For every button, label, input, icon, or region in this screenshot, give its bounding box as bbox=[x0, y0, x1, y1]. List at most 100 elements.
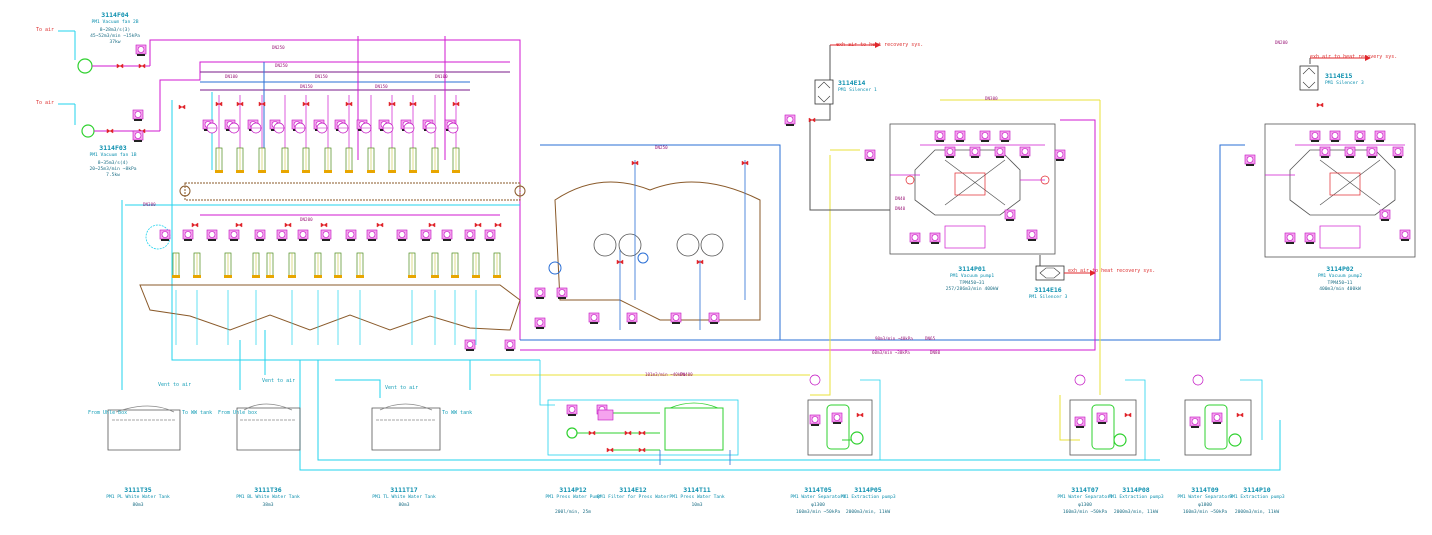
pipe-label-dn200: DN200 bbox=[300, 217, 313, 222]
vacuum-headers bbox=[149, 36, 540, 361]
pump12-spec: 200l/min, 25m bbox=[555, 510, 591, 515]
fan03-spec3: 7.5kw bbox=[106, 173, 120, 178]
fan03-desc: PM1 Vacuum fan 1B bbox=[89, 153, 137, 158]
vpump1-spec2: 257/286m3/min 400kW bbox=[945, 287, 999, 292]
flow-label-2: 60m3/min ~30kPa bbox=[872, 350, 910, 355]
sep05-spec2: 160m3/min ~50kPa bbox=[795, 510, 841, 515]
fan03-spec1: 8~35m3/s(4) bbox=[97, 161, 129, 166]
tank-note-uhle-1: From Uhle box bbox=[88, 410, 128, 416]
vpump1-desc: PM1 Vacuum pump1 bbox=[949, 274, 995, 279]
tank11-tag: 3114T11 bbox=[683, 486, 711, 494]
fan-icon bbox=[77, 58, 93, 74]
filter12-tag: 3114E12 bbox=[619, 486, 647, 494]
pump10-spec2: 2000m3/min, 11kW bbox=[1234, 510, 1280, 515]
pump08-spec2: 2000m3/min, 11kW bbox=[1113, 510, 1159, 515]
pump05-spec2: 2000m3/min, 11kW bbox=[845, 510, 891, 515]
press-water-system bbox=[539, 360, 739, 465]
vacuum-pump-1 bbox=[864, 123, 1066, 255]
water-separator-1 bbox=[807, 374, 881, 460]
press-section bbox=[464, 144, 781, 352]
pipe-label-dn300-b: DN300 bbox=[985, 96, 998, 101]
tank1-tag: 3111T36 bbox=[254, 486, 282, 494]
tank0-spec: 80m3 bbox=[132, 503, 144, 508]
vpump2-desc: PM1 Vacuum pump2 bbox=[1317, 274, 1363, 279]
fan-icon bbox=[81, 124, 95, 138]
sep09-desc: PM1 Water Separator3 bbox=[1177, 495, 1233, 500]
flow-label-1: 90m3/min ~40kPa bbox=[875, 336, 913, 341]
sep09-spec2: 160m3/min ~50kPa bbox=[1182, 510, 1228, 515]
silencer2-desc: PM1 Silencer 3 bbox=[1028, 295, 1068, 300]
sep07-spec2: 160m3/min ~50kPa bbox=[1062, 510, 1108, 515]
sep07-tag: 3114T07 bbox=[1071, 486, 1099, 494]
sep07-desc: PM1 Water Separator1 bbox=[1057, 495, 1113, 500]
tank-note-vent-2: Vent to air bbox=[262, 378, 296, 384]
pipe-label-dn150-c: DN150 bbox=[375, 84, 388, 89]
fan04-inlet-label: To air bbox=[36, 27, 55, 33]
fan04-spec1: 8~28m3/s(3) bbox=[99, 28, 131, 33]
silencer3-desc: PM1 Silencer 3 bbox=[1325, 81, 1364, 86]
silencer3-exhaust: exh air to heat recovery sys. bbox=[1310, 54, 1398, 60]
vacuum-pump-2 bbox=[1244, 123, 1416, 258]
tank-note-uhle-2: From Uhle box bbox=[218, 410, 258, 416]
tank1-desc: PM1 BL White Water Tank bbox=[236, 495, 300, 500]
silencer1-desc: PM1 Silencer 1 bbox=[838, 88, 877, 93]
pipe-label-dn150-a: DN150 bbox=[315, 74, 328, 79]
upper-felt-loop bbox=[179, 182, 526, 201]
pump05-desc: PM1 Extraction pump3 bbox=[840, 495, 896, 500]
pipe-label-dn250-a: DN250 bbox=[272, 45, 285, 50]
fan04-spec3: 37kw bbox=[109, 40, 121, 45]
fan03-tag: 3114F03 bbox=[99, 144, 127, 152]
tank0-desc: PM1 PL White Water Tank bbox=[106, 495, 170, 500]
tank2-spec: 80m3 bbox=[398, 503, 410, 508]
pipe-label-dn40-b: DN40 bbox=[895, 206, 906, 211]
tank1-spec: 38m3 bbox=[262, 503, 274, 508]
silencer2-tag: 3114E16 bbox=[1034, 286, 1062, 294]
tank11-desc: PM1 Press Water Tank bbox=[669, 495, 725, 500]
tank-note-vent-1: Vent to air bbox=[158, 382, 192, 388]
flow-label-3: 101m3/min ~40kPa bbox=[645, 372, 686, 377]
vpump2-spec2: 400m3/min 400kW bbox=[1319, 287, 1361, 292]
vpump1-spec1: TPM450~31 bbox=[959, 281, 985, 286]
sep05-tag: 3114T05 bbox=[804, 486, 832, 494]
silencer3-tag: 3114E15 bbox=[1325, 72, 1353, 80]
pump05-tag: 3114P05 bbox=[854, 486, 882, 494]
water-separator-3 bbox=[1184, 374, 1263, 456]
tank-note-wwtank-1: To WW tank bbox=[182, 410, 213, 416]
sep09-spec: φ1800 bbox=[1198, 503, 1212, 508]
silencer1-tag: 3114E14 bbox=[838, 79, 866, 87]
pipe-label-dn250-b: DN250 bbox=[275, 63, 288, 68]
pump10-desc: PM1 Extraction pump3 bbox=[1229, 495, 1285, 500]
fan-03 bbox=[58, 103, 160, 143]
pipe-label-dn150-b: DN150 bbox=[300, 84, 313, 89]
pump10-tag: 3114P10 bbox=[1243, 486, 1271, 494]
pipe-label-dn100-a: DN100 bbox=[225, 74, 238, 79]
tank0-tag: 3111T35 bbox=[124, 486, 152, 494]
filter12-desc: PM1 Filter for Press Water bbox=[597, 495, 669, 500]
pipe-label-dn40: DN40 bbox=[895, 196, 906, 201]
tank-note-vent-3: Vent to air bbox=[385, 385, 419, 391]
tank2-tag: 3111T17 bbox=[390, 486, 418, 494]
water-separator-2 bbox=[1069, 374, 1146, 460]
vpump1-tag: 3114P01 bbox=[958, 265, 986, 273]
vpump2-spec1: TPM450~11 bbox=[1327, 281, 1353, 286]
fan03-spec2: 20~25m3/min ~8kPa bbox=[89, 167, 137, 172]
pipe-label-dn400: DN400 bbox=[680, 372, 693, 377]
pipe-label-dn80: DN80 bbox=[930, 350, 941, 355]
pipe-label-dn100-b: DN100 bbox=[435, 74, 448, 79]
pipe-label-dn300: DN300 bbox=[143, 202, 156, 207]
main-vacuum-lines bbox=[490, 60, 1245, 441]
lower-uhle-row bbox=[125, 204, 521, 345]
sep09-tag: 3114T09 bbox=[1191, 486, 1219, 494]
upper-uhle-row bbox=[178, 95, 461, 174]
pipe-label-dn250-c: DN250 bbox=[655, 145, 668, 150]
pump08-tag: 3114P08 bbox=[1122, 486, 1150, 494]
silencer-1 bbox=[784, 42, 881, 127]
fan04-tag: 3114F04 bbox=[101, 11, 129, 19]
silencer-2 bbox=[1035, 255, 1096, 281]
silencer-3 bbox=[1299, 55, 1371, 108]
pipe-label-dn200-b: DN200 bbox=[1275, 40, 1288, 45]
fan04-desc: PM1 Vacuum fan 2B bbox=[91, 20, 139, 25]
fan-04 bbox=[58, 30, 150, 74]
fan04-spec2: 45~52m3/min ~15kPa bbox=[90, 34, 140, 39]
